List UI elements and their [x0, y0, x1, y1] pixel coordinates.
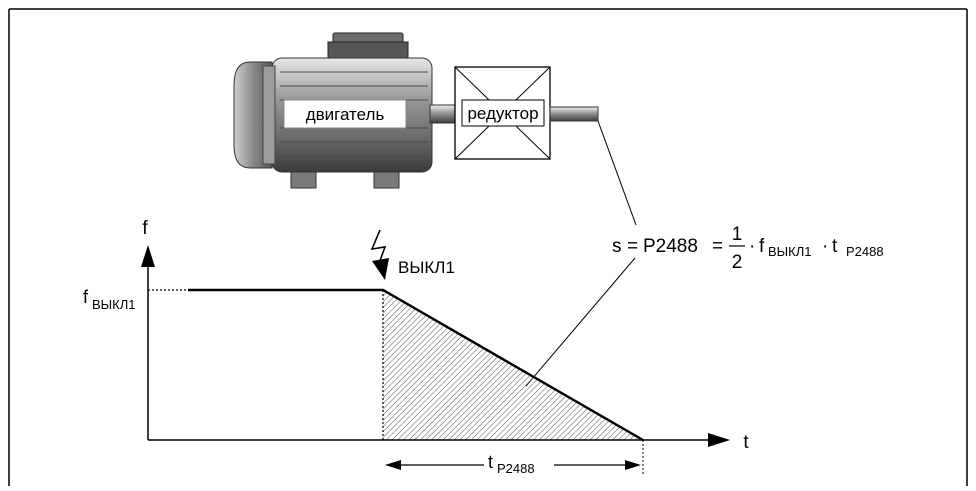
- formula-numerator: 1: [732, 224, 743, 245]
- y-axis-arrow: [141, 245, 155, 267]
- gearbox-illustration: редуктор: [454, 66, 599, 160]
- leader-line-area: [525, 257, 636, 387]
- y-axis-label: f: [142, 218, 148, 239]
- duration-dimension: t P2488: [385, 452, 641, 476]
- formula-denominator: 2: [732, 252, 743, 273]
- formula-dot-1: ·: [749, 236, 755, 257]
- formula-equals-2: =: [712, 236, 723, 257]
- motor-illustration: двигатель: [233, 32, 457, 189]
- formula-lhs: s: [612, 236, 622, 257]
- lightning-icon: [370, 229, 389, 280]
- formula-f: f: [759, 236, 765, 257]
- formula-t: t: [832, 236, 838, 257]
- gearbox-label: редуктор: [467, 104, 538, 123]
- duration-label-sub: P2488: [497, 461, 535, 476]
- x-axis-label: t: [743, 432, 749, 453]
- motor-label: двигатель: [306, 105, 385, 124]
- level-label-f: f: [83, 287, 89, 307]
- level-label-sub: ВЫКЛ1: [92, 297, 136, 312]
- formula-equals-1: =: [627, 236, 638, 257]
- ramp-chart: f t f ВЫКЛ1 ВЫКЛ1 t P2488: [83, 218, 749, 476]
- x-axis-arrow: [708, 433, 730, 447]
- shutdown-event-label: ВЫКЛ1: [398, 258, 455, 277]
- leader-line-shaft: [597, 120, 637, 226]
- formula-f-sub: ВЫКЛ1: [768, 244, 812, 259]
- outer-frame: [8, 8, 968, 486]
- duration-label-t: t: [488, 452, 493, 472]
- formula-dot-2: ·: [822, 236, 828, 257]
- formula-param: P2488: [643, 236, 698, 257]
- formula-t-sub: P2488: [846, 244, 884, 259]
- distance-formula: s = P2488 = 1 2 · f ВЫКЛ1 · t P2488: [612, 224, 884, 273]
- frequency-profile: [188, 288, 644, 442]
